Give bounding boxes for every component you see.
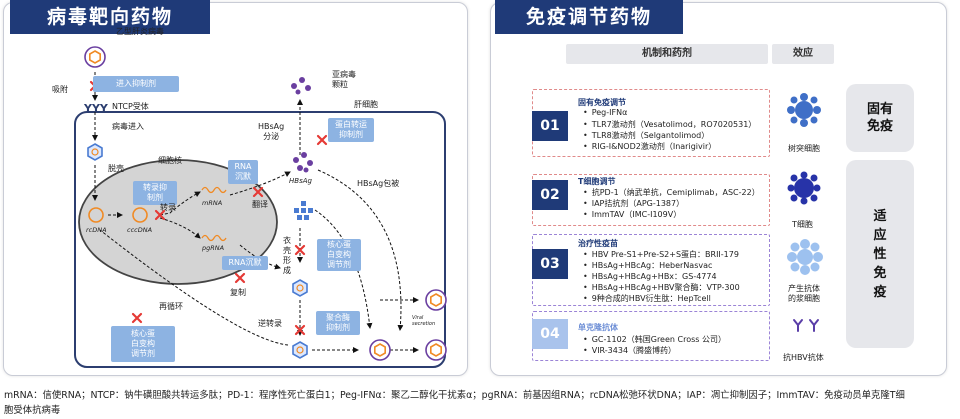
- plasma-cell-icon: [787, 239, 823, 275]
- t-cell-icon: [787, 171, 821, 205]
- translation-label: 翻译: [252, 200, 268, 209]
- footer-line-1: mRNA：信使RNA；NTCP：钠牛磺胆酸共转运多肽；PD-1：程序性死亡蛋白1…: [4, 390, 905, 401]
- row-03-item: HBsAg+HBcAg：HeberNasvac: [583, 260, 713, 271]
- polymerase-inhibitor-box: 聚合酶 抑制剂: [316, 311, 360, 335]
- subviral-particles: [291, 77, 311, 95]
- hepatocyte-label: 肝细胞: [354, 100, 378, 109]
- ntcp-receptor-label: NTCP受体: [112, 102, 149, 111]
- hbv-lifecycle-diagram: YYY: [74, 46, 447, 368]
- row-03-item: HBsAg+HBcAg+HBV聚合酶：VTP-300: [583, 282, 740, 293]
- hbv-label: 乙型肝炎病毒: [116, 27, 164, 36]
- viral-secretion-label: Viral secretion: [412, 315, 436, 327]
- row-02-title: T细胞调节: [578, 177, 616, 186]
- footer-line-2: 胞受体抗病毒: [4, 405, 61, 416]
- row-04-item: GC-1102（韩国Green Cross 公司）: [583, 334, 726, 345]
- transcription-inhibitor-box: 转录抑 制剂: [133, 181, 177, 205]
- dendritic-cell-icon: [787, 93, 821, 127]
- row-04-number: 04: [532, 319, 568, 349]
- hbsag-wrapping-label: HBsAg包被: [357, 179, 400, 188]
- adaptive-immunity-box: 适 应 性 免 疫: [846, 160, 914, 348]
- header-effect: 效应: [772, 44, 834, 64]
- reverse-transcription-label: 逆转录: [258, 319, 282, 328]
- row-04-title: 单克隆抗体: [578, 323, 618, 332]
- pgrna-squiggle: [201, 234, 227, 242]
- transcription-label: 转录: [160, 203, 176, 212]
- pgrna-label: pgRNA: [202, 244, 225, 252]
- rcdna-label: rcDNA: [86, 226, 107, 234]
- protein-transport-inhibitor-box: 蛋白转运 抑制剂: [328, 118, 374, 142]
- hbsag-label: HBsAg: [289, 177, 312, 185]
- row-02-item: IAP拮抗剂（APG-1387）: [583, 198, 684, 209]
- hbsag-cluster: [293, 152, 313, 173]
- rna-silencing-box-1: RNA 沉默: [228, 160, 258, 184]
- recycling-label: 再循环: [159, 302, 183, 311]
- row-01-item: Peg-IFNα: [583, 108, 628, 117]
- capsid-modulator-box-1: 核心蛋 白变构 调节剂: [317, 239, 361, 271]
- row-03-title: 治疗性疫苗: [578, 239, 618, 248]
- nucleus: [78, 159, 278, 285]
- virus-targeted-title: 病毒靶向药物: [10, 0, 210, 34]
- core-protein-cluster: [294, 201, 313, 220]
- row-01-item: TLR8激动剂（Selgantolimod）: [583, 130, 710, 141]
- row-03-item: HBV Pre-S1+Pre-S2+S蛋白：BRII-179: [583, 249, 739, 260]
- mrna-squiggle: [201, 186, 227, 194]
- nucleus-label: 细胞核: [158, 156, 182, 165]
- replication-label: 复制: [230, 288, 246, 297]
- row-01-title: 固有免疫调节: [578, 98, 626, 107]
- plasma-cell-label: 产生抗体 的浆细胞: [788, 284, 820, 303]
- row-02-item: ImmTAV（IMC-I109V）: [583, 209, 681, 220]
- row-03-number: 03: [532, 249, 568, 279]
- row-02-item: 抗PD-1（纳武单抗，Cemiplimab，ASC-22）: [583, 187, 760, 198]
- subviral-particle-label: 亚病毒 颗粒: [332, 70, 356, 89]
- rna-silencing-box-2: RNA沉默: [222, 256, 268, 270]
- row-01-number: 01: [532, 111, 568, 141]
- mrna-label: mRNA: [202, 199, 223, 207]
- row-03-item: HBsAg+HBcAg+HBx：GS-4774: [583, 271, 717, 282]
- row-03-item: 9种合成的HBV衍生肽：HepTcell: [583, 293, 711, 304]
- header-mechanism: 机制和药剂: [566, 44, 768, 64]
- capsid-modulator-box-2: 核心蛋 白变构 调节剂: [111, 326, 175, 362]
- rcdna-circle: [88, 207, 104, 223]
- antibody-icon: [793, 319, 819, 332]
- t-cell-label: T细胞: [792, 220, 813, 229]
- entry-inhibitor-box: 进入抑制剂: [93, 76, 179, 92]
- immune-modulator-title: 免疫调节药物: [495, 0, 683, 34]
- virus-entry-label: 病毒进入: [112, 122, 144, 131]
- hbsag-secretion-label: HBsAg 分泌: [258, 122, 285, 141]
- cccdna-circle: [132, 207, 148, 223]
- row-01-item: RIG-I&NOD2激动剂（Inarigivir）: [583, 141, 717, 152]
- innate-immunity-box: 固有 免疫: [846, 84, 914, 152]
- ntcp-receptor-glyph: YYY: [83, 102, 109, 115]
- row-04-item: VIR-3434（腾盛博药）: [583, 345, 676, 356]
- dendritic-cell-label: 树突细胞: [788, 144, 820, 153]
- row-02-number: 02: [532, 180, 568, 210]
- capsid-formation-label: 衣 壳 形 成: [283, 236, 291, 275]
- row-01-item: TLR7激动剂（Vesatolimod，RO7020531）: [583, 119, 757, 130]
- adsorption-label: 吸附: [52, 85, 68, 94]
- cccdna-label: cccDNA: [127, 226, 153, 234]
- anti-hbv-antibody-label: 抗HBV抗体: [783, 353, 824, 362]
- uncoating-label: 脱壳: [108, 164, 124, 173]
